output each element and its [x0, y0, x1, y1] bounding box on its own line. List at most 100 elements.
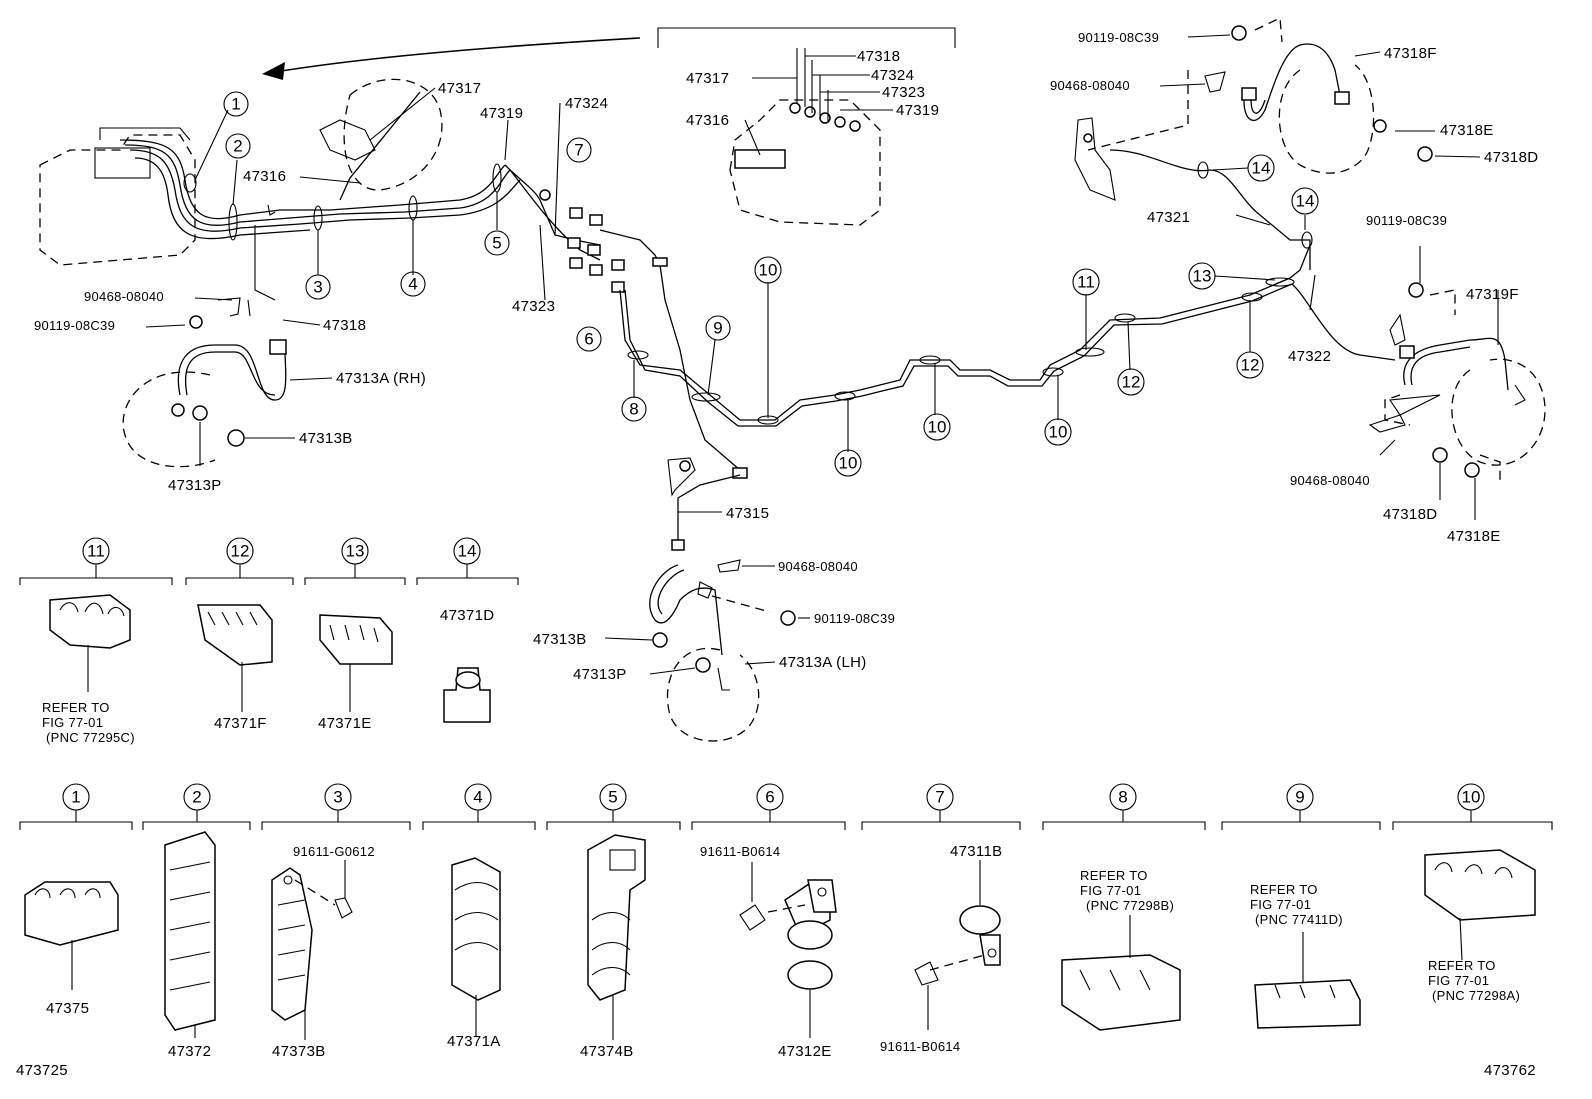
label-90468-08040-rr: 90468-08040 [1050, 78, 1130, 93]
svg-text:5: 5 [608, 788, 617, 807]
label-47323: 47323 [512, 298, 555, 315]
callout-12-group: 12 [226, 537, 254, 565]
label-47318E: 47318E [1440, 122, 1494, 139]
callout-7-group: 7 [926, 783, 954, 811]
label-90119-08C39-rr2: 90119-08C39 [1366, 213, 1447, 228]
callout-6: 6 [576, 326, 602, 352]
svg-text:11: 11 [87, 542, 105, 561]
callout-8-group: 8 [1109, 783, 1137, 811]
label-47371E: 47371E [318, 715, 372, 732]
ref10-line3: (PNC 77298A) [1432, 988, 1520, 1003]
label-91611-G0612: 91611-G0612 [293, 844, 375, 859]
label-47313P-lh: 47313P [573, 666, 627, 683]
figure-code-right: 473762 [1484, 1062, 1536, 1079]
lh-hose-assembly [604, 457, 810, 742]
label-47372: 47372 [168, 1043, 211, 1060]
label-47319: 47319 [480, 105, 523, 122]
callout-10: 10 [923, 413, 951, 441]
callout-12: 12 [1117, 368, 1145, 396]
callout-1-group: 1 [62, 783, 90, 811]
callout-11: 11 [1072, 268, 1100, 296]
rh-hose-assembly [122, 297, 333, 468]
svg-text:4: 4 [473, 788, 482, 807]
callout-3: 3 [305, 274, 331, 300]
svg-text:10: 10 [759, 261, 778, 280]
callout-11-group: 11 [82, 537, 110, 565]
callout-10: 10 [754, 256, 782, 284]
label-90119-08C39-lh: 90119-08C39 [814, 611, 895, 626]
label-47375: 47375 [46, 1000, 89, 1017]
svg-text:13: 13 [346, 542, 365, 561]
figure-code-left: 473725 [16, 1062, 68, 1079]
label-47319F: 47319F [1466, 286, 1519, 303]
label-47313B: 47313B [299, 430, 353, 447]
callout-5: 5 [484, 230, 510, 256]
label-47317: 47317 [438, 80, 481, 97]
svg-text:13: 13 [1193, 267, 1212, 286]
clamp-group-1-10 [19, 810, 1553, 1040]
callout-14: 14 [1247, 154, 1275, 182]
svg-text:14: 14 [1252, 159, 1271, 178]
label-90468-08040-lh: 90468-08040 [778, 559, 858, 574]
label-47313A-lh: 47313A (LH) [779, 654, 867, 671]
ref10-line1: REFER TO [1428, 958, 1496, 973]
svg-text:2: 2 [192, 788, 201, 807]
label-47316: 47316 [243, 168, 286, 185]
svg-text:3: 3 [313, 278, 322, 297]
ref9-line3: (PNC 77411D) [1255, 912, 1343, 927]
label-47313B-lh: 47313B [533, 631, 587, 648]
svg-text:10: 10 [839, 454, 858, 473]
ref8-line1: REFER TO [1080, 868, 1148, 883]
ref8-line3: (PNC 77298B) [1086, 898, 1174, 913]
callout-9: 9 [705, 315, 731, 341]
label-90468-08040: 90468-08040 [84, 289, 164, 304]
label-47318D-2: 47318D [1383, 506, 1437, 523]
callout-7: 7 [566, 137, 592, 163]
callout-2-group: 2 [183, 783, 211, 811]
label-47318D: 47318D [1484, 149, 1538, 166]
callout-6-group: 6 [756, 783, 784, 811]
label-90119-08C39-rr: 90119-08C39 [1078, 30, 1159, 45]
rear-right-assembly [1074, 17, 1546, 520]
label-91611-B0614: 91611-B0614 [700, 844, 780, 859]
label-47319-inset: 47319 [896, 102, 939, 119]
svg-text:1: 1 [231, 95, 240, 114]
ref11-line3: (PNC 77295C) [46, 730, 135, 745]
svg-text:7: 7 [935, 788, 944, 807]
svg-text:12: 12 [231, 542, 250, 561]
clamp-group-11-14 [19, 564, 519, 723]
callout-14-group: 14 [453, 537, 481, 565]
svg-text:4: 4 [408, 275, 417, 294]
junction-inset [657, 27, 956, 226]
label-47322: 47322 [1288, 348, 1331, 365]
callout-13: 13 [1188, 262, 1216, 290]
svg-text:12: 12 [1241, 356, 1260, 375]
label-47324: 47324 [565, 95, 608, 112]
ref10-line2: FIG 77-01 [1428, 973, 1489, 988]
svg-text:9: 9 [1295, 788, 1304, 807]
label-47374B: 47374B [580, 1043, 634, 1060]
callout-13-group: 13 [341, 537, 369, 565]
ref8-line2: FIG 77-01 [1080, 883, 1141, 898]
svg-text:11: 11 [1077, 273, 1095, 292]
label-47317-inset: 47317 [686, 70, 729, 87]
callout-10: 10 [834, 449, 862, 477]
label-47318: 47318 [323, 317, 366, 334]
label-47313P: 47313P [168, 477, 222, 494]
callout-10: 10 [1044, 418, 1072, 446]
svg-text:12: 12 [1122, 373, 1141, 392]
label-91611-B0614-2: 91611-B0614 [880, 1039, 960, 1054]
label-47313A-rh: 47313A (RH) [336, 370, 426, 387]
svg-text:1: 1 [71, 788, 80, 807]
svg-text:3: 3 [333, 788, 342, 807]
master-cylinder-assembly [39, 37, 641, 326]
svg-text:10: 10 [1049, 423, 1068, 442]
label-47318F: 47318F [1384, 45, 1437, 62]
label-47323-inset: 47323 [882, 84, 925, 101]
label-47316-inset: 47316 [686, 112, 729, 129]
label-47324-inset: 47324 [871, 67, 914, 84]
svg-text:10: 10 [1462, 788, 1481, 807]
callout-9-group: 9 [1286, 783, 1314, 811]
svg-text:9: 9 [713, 319, 722, 338]
